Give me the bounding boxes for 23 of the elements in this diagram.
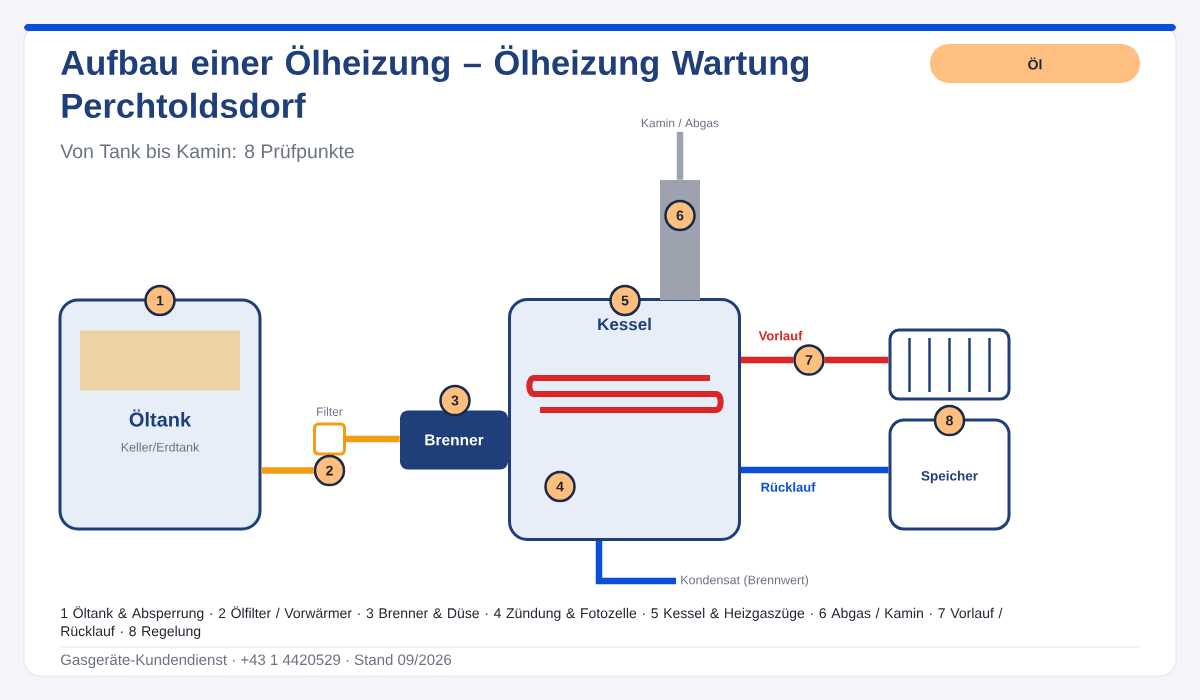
callout-number: 8 — [933, 404, 966, 437]
edge-label: Rücklauf — [761, 482, 816, 492]
drain-label: Kondensat (Brennwert) — [681, 575, 808, 587]
filter-label: Filter — [317, 407, 343, 416]
badge: Öl — [930, 44, 1140, 83]
callout-number: 4 — [544, 470, 576, 503]
radiator-icon — [888, 328, 1011, 401]
callout-number: 2 — [313, 454, 346, 487]
edge-label: Vorlauf — [758, 330, 803, 341]
subtitle: Von Tank bis Kamin: 8 Prüfpunkte — [60, 143, 354, 163]
footer-text: Gasgeräte-Kundendienst · +43 1 4420529 · Stand 09/2026 — [61, 654, 452, 668]
callout-number: 6 — [664, 199, 696, 232]
pipe — [676, 131, 684, 180]
callout-number: 1 — [144, 284, 176, 317]
pipe — [824, 356, 889, 364]
pipe — [261, 467, 314, 474]
burner-box: Brenner — [400, 410, 508, 470]
key-text: 1 Öltank & Absperrung · 2 Ölfilter / Vorwärmer · 3 Brenner & Düse · 4 Zündung & Fotozelle · 5 Kessel & Heizgaszüge · 6 Abgas / Kamin · 7 Vorlauf / Rücklauf · 8 Regelung — [61, 606, 1003, 639]
title: Aufbau einer Ölheizung – Ölheizung Wartung Perchtoldsdorf — [61, 45, 809, 119]
node-label: Brenner — [425, 434, 484, 446]
chimney-label: Kamin / Abgas — [641, 118, 719, 130]
callout-number: 5 — [609, 284, 641, 317]
callout-number: 3 — [439, 384, 471, 417]
